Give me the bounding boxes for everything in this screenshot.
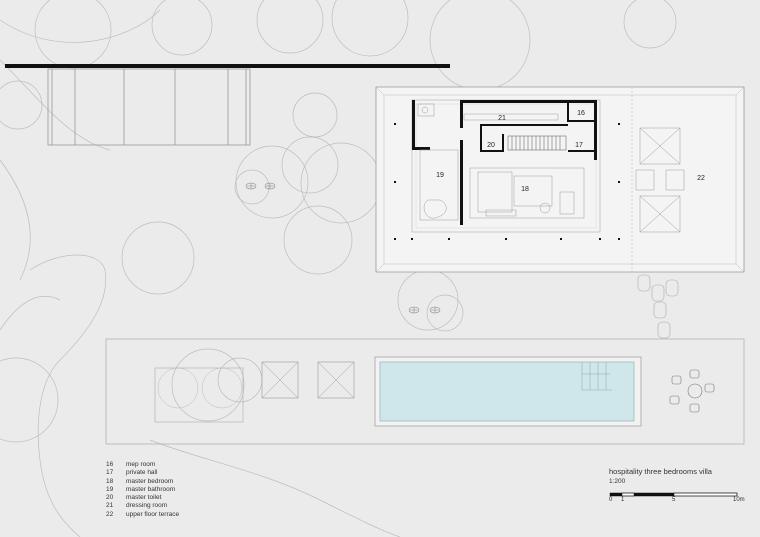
scale-tick-label: 1: [621, 497, 625, 503]
title-block: hospitality three bedrooms villa 1:200: [609, 467, 712, 485]
room-label-17: 17: [575, 142, 583, 149]
interior-walls: [412, 100, 597, 225]
tree-canopy: [235, 145, 309, 219]
drawing-title: hospitality three bedrooms villa: [609, 467, 712, 476]
tree-canopy: [256, 0, 324, 54]
room-label-16: 16: [577, 110, 585, 117]
tree-canopy: [217, 357, 263, 403]
scale-bar: [609, 492, 738, 497]
room-number-labels: 16 17 18 19 20 21 22: [436, 110, 705, 193]
boundary-wall: [5, 64, 450, 68]
legend-row: 22 upper floor terrace: [106, 511, 179, 519]
scale-tick-label: 0: [609, 497, 613, 503]
tree-canopy: [151, 0, 213, 56]
room-label-18: 18: [521, 186, 529, 193]
tree-canopy: [0, 357, 59, 443]
legend-row: 16 mep room: [106, 461, 179, 469]
room-label-22: 22: [697, 175, 705, 182]
tree-canopy: [426, 294, 464, 332]
legend-number: 22: [106, 510, 114, 518]
tree-canopy: [234, 169, 270, 205]
drawing-scale: 1:200: [609, 478, 626, 485]
stairs: [507, 135, 567, 151]
tree-canopy: [34, 0, 112, 69]
tree-canopy: [300, 142, 382, 224]
room-label-20: 20: [487, 142, 495, 149]
room-label-19: 19: [436, 172, 444, 179]
stepping-stones: [637, 274, 679, 339]
tree-canopy: [292, 92, 338, 138]
legend-number: 16: [106, 461, 114, 468]
legend-name: upper floor terrace: [126, 510, 180, 518]
tree-canopy: [429, 0, 531, 91]
legend-name: private hall: [126, 469, 158, 477]
legend-number: 19: [106, 485, 114, 493]
legend-row: 18 master bedroom: [106, 478, 179, 486]
legend-name: dressing room: [126, 502, 168, 510]
legend-name: master toilet: [126, 494, 162, 502]
tree-canopy: [121, 221, 195, 295]
terrace-furniture: [635, 127, 685, 233]
legend-row: 20 master toilet: [106, 494, 179, 502]
legend-row: 21 dressing room: [106, 502, 179, 510]
legend-name: mep room: [126, 461, 156, 468]
scale-tick-label: 5: [672, 497, 676, 503]
tree-canopy: [0, 80, 43, 130]
legend-number: 18: [106, 477, 114, 485]
garden-paths: [0, 9, 401, 537]
legend-name: master bathroom: [126, 485, 176, 493]
furniture: [417, 103, 585, 221]
pool-deck: [105, 338, 745, 445]
outdoor-seating: [669, 369, 715, 413]
scale-bar-labels: 0 1 5 10m: [0, 497, 760, 507]
columns: [394, 123, 620, 240]
villa-building: [375, 86, 745, 273]
toilet-fixture: [417, 103, 435, 117]
legend-name: master bedroom: [126, 477, 174, 485]
scale-tick-label: 10m: [733, 497, 745, 503]
room-label-21: 21: [498, 115, 506, 122]
swimming-pool: [374, 356, 642, 427]
tree-canopy: [281, 136, 339, 194]
legend-row: 19 master bathroom: [106, 486, 179, 494]
legend-number: 20: [106, 494, 114, 502]
tree-canopy: [623, 0, 677, 49]
legend-number: 17: [106, 469, 114, 477]
plant-symbols: [245, 182, 441, 314]
legend-row: 17 private hall: [106, 469, 179, 477]
tree-canopy: [171, 348, 245, 422]
pergola: [47, 68, 251, 146]
room-legend: 16 mep room 17 private hall 18 master bedro…: [106, 461, 179, 519]
tree-canopy: [283, 205, 353, 275]
tree-canopy: [397, 269, 459, 331]
legend-number: 21: [106, 502, 114, 510]
tree-canopy: [331, 0, 409, 57]
